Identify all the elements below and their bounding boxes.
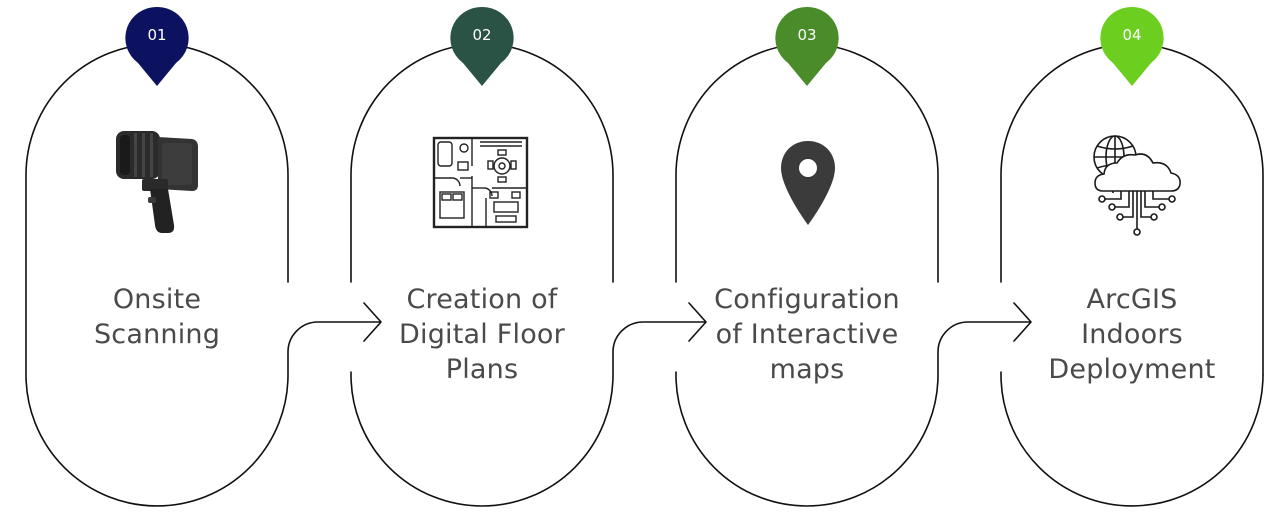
step-1-badge: 01	[124, 5, 190, 89]
step-4-badge: 04	[1099, 5, 1165, 89]
step-2-title: Creation of Digital Floor Plans	[399, 284, 565, 385]
badge-marker-shape	[450, 6, 514, 86]
step-1-outline	[25, 43, 381, 507]
step-3-outline-bottom	[675, 321, 1031, 507]
step-3-number: 03	[797, 26, 817, 44]
arrow-3-head	[1013, 302, 1032, 342]
handheld-scanner-icon	[110, 125, 205, 241]
step-2-number: 02	[472, 26, 492, 44]
badge-marker-shape	[125, 6, 189, 86]
step-3-title: Configuration of Interactive maps	[714, 284, 900, 385]
badge-marker-shape	[1100, 6, 1164, 86]
floor-plan-icon	[432, 136, 530, 234]
arrow-1-head	[363, 302, 382, 342]
step-3-badge: 03	[774, 5, 840, 89]
step-4-outline-bottom	[1000, 371, 1264, 507]
badge-marker-shape	[775, 6, 839, 86]
map-pin-icon	[779, 139, 837, 231]
step-2-badge: 02	[449, 5, 515, 89]
step-4-title: ArcGIS Indoors Deployment	[1048, 284, 1216, 385]
cloud-network-icon	[1089, 133, 1185, 241]
step-1-title: Onsite Scanning	[93, 284, 221, 350]
arrow-2-head	[688, 302, 707, 342]
step-1-number: 01	[147, 26, 167, 44]
step-4-number: 04	[1122, 26, 1142, 44]
step-2-outline-bottom	[350, 321, 706, 507]
